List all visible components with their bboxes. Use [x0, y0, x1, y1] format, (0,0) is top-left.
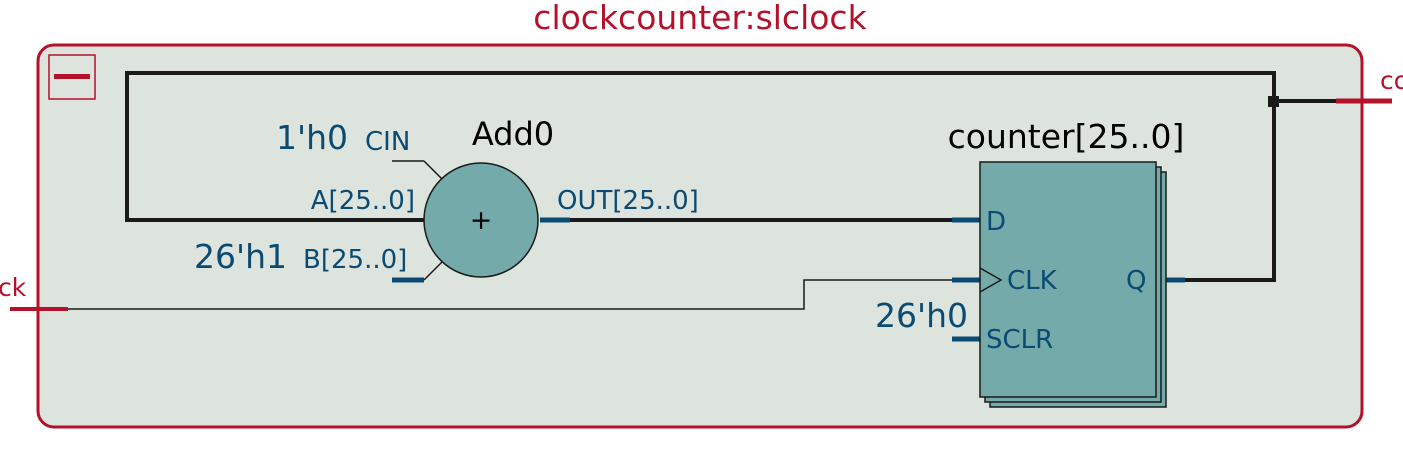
wire-junction: [1268, 96, 1279, 107]
clk-port-label: CLK: [1007, 266, 1058, 296]
register-counter[interactable]: [979, 161, 1167, 408]
b-constant: 26'h1: [194, 237, 287, 276]
sclr-port-label: SCLR: [986, 325, 1053, 355]
feedback-wire: [125, 71, 1276, 282]
b-pin: [423, 260, 444, 281]
adder-add0[interactable]: +: [423, 162, 539, 278]
register-name: counter[25..0]: [948, 117, 1185, 156]
adder-symbol: +: [470, 205, 493, 236]
b-port-label: B[25..0]: [303, 245, 407, 275]
clock-edge-icon: [979, 267, 1003, 293]
module-title: clockcounter:slclock: [533, 0, 867, 37]
collapse-button[interactable]: [48, 54, 96, 100]
d-port-label: D: [986, 207, 1006, 237]
output-port-label: co: [1380, 66, 1403, 95]
cin-pin: [423, 160, 444, 181]
out-port-label: OUT[25..0]: [557, 186, 699, 216]
sclr-constant: 26'h0: [875, 296, 968, 335]
cin-constant: 1'h0: [276, 118, 348, 157]
a-port-label: A[25..0]: [311, 186, 415, 216]
minus-icon: [54, 74, 90, 79]
cin-label: CIN: [365, 127, 410, 157]
input-port-label: ck: [0, 273, 27, 302]
q-port-label: Q: [1126, 266, 1146, 296]
adder-name: Add0: [472, 115, 554, 153]
clock-wire: [68, 279, 955, 310]
